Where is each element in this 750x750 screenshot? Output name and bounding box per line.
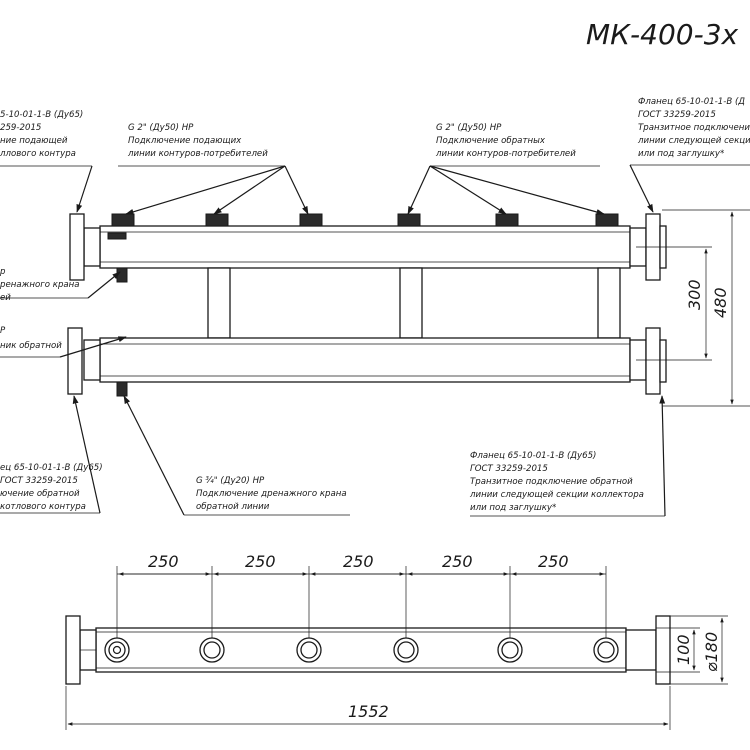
callout-return-pipes: G 2" (Ду50) НР Подключение обратных лини… — [435, 123, 576, 159]
bottom-header-body — [95, 627, 627, 673]
callout-return-left-mid: Р ник обратной — [0, 326, 62, 351]
return-drain-fitting — [116, 381, 128, 397]
body-height-label: 100 — [674, 634, 693, 665]
return-left-flange — [67, 327, 83, 395]
drawing-title: МК-400-3х — [586, 18, 739, 51]
return-left-spigot — [83, 339, 101, 381]
nipple — [299, 213, 323, 227]
pitch-label: 250 — [343, 552, 374, 571]
bypass-pipes — [207, 267, 621, 339]
pitch-label: 250 — [442, 552, 473, 571]
nameplate — [107, 232, 127, 240]
supply-header — [69, 213, 667, 283]
bottom-right-dimensions: 100 ⌀180 — [656, 615, 728, 685]
callout-drain-return: G ¾" (Ду20) НР Подключение дренажного кр… — [196, 476, 349, 512]
bottom-nipples — [104, 637, 619, 663]
callout-flange-right-bottom: Фланец 65-10-01-1-В (Ду65) ГОСТ 33259-20… — [469, 451, 647, 513]
pitch-label: 250 — [148, 552, 179, 571]
pitch-dimensions: 250 250 250 250 250 — [116, 552, 607, 638]
callout-flange-left-bottom: ец 65-10-01-1-В (Ду65) ГОСТ 33259-2015 ю… — [0, 463, 105, 512]
supply-header-body — [99, 225, 631, 269]
nipple — [397, 213, 421, 227]
nipple — [205, 213, 229, 227]
supply-drain-fitting — [116, 267, 128, 283]
callout-supply-pipes: G 2" (Ду50) НР Подключение подающих лини… — [127, 123, 268, 159]
flange-diameter-label: ⌀180 — [702, 632, 721, 672]
bypass-pipe — [207, 267, 231, 339]
overall-length-dimension: 1552 — [65, 686, 671, 730]
leader-lines — [0, 164, 750, 517]
pitch-label: 250 — [538, 552, 569, 571]
bottom-left-flange — [65, 615, 81, 685]
bottom-right-flange — [655, 615, 671, 685]
bottom-right-spigot — [625, 629, 657, 671]
supply-left-spigot — [83, 227, 101, 267]
callout-drain-supply: р ренажного крана ей — [0, 267, 82, 303]
return-right-flange — [645, 327, 661, 395]
supply-nipples — [111, 213, 619, 227]
overall-length-label: 1552 — [348, 702, 389, 721]
callout-flange-left-top: 5-10-01-1-В (Ду65) 259-2015 ние подающей… — [0, 110, 86, 159]
return-right-flange-face — [659, 339, 667, 383]
pitch-label: 250 — [245, 552, 276, 571]
nipple — [495, 213, 519, 227]
right-dimensions: 300 480 — [636, 209, 750, 407]
callout-flange-right-top: Фланец 65-10-01-1-В (Д ГОСТ 33259-2015 Т… — [637, 97, 750, 159]
dim-flange-spacing: 480 — [711, 287, 730, 318]
supply-left-flange — [69, 213, 85, 281]
return-header-body — [99, 337, 631, 383]
return-header — [67, 327, 667, 397]
bypass-pipe — [597, 267, 621, 339]
nipple — [595, 213, 619, 227]
bottom-view: 250 250 250 250 250 1552 100 ⌀180 — [65, 552, 728, 730]
dim-pipe-spacing: 300 — [685, 279, 704, 310]
bypass-pipe — [399, 267, 423, 339]
nipple — [111, 213, 135, 227]
